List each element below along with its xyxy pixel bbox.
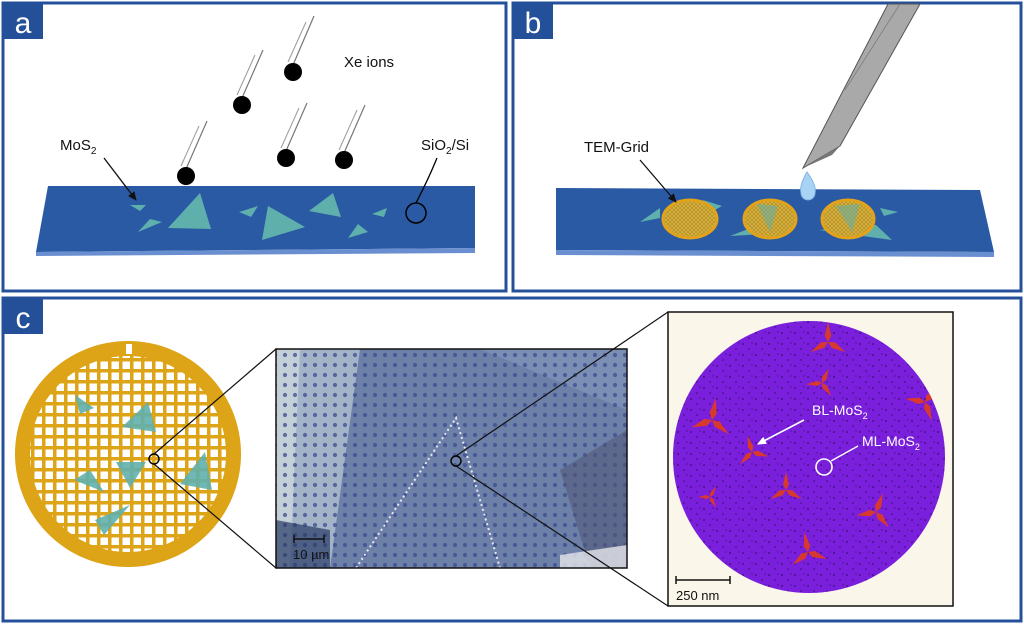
substrate-label: SiO2/Si [421,137,469,157]
mos2-flakes-a [130,193,387,240]
panel-c-letter-box [3,298,43,334]
ml-pointer-line [830,445,859,462]
substrate-edge-a [36,248,475,256]
panel-a: a [1,1,508,293]
tem-scalebar-label: 250 nm [676,588,719,603]
panel-c-letter: c [16,302,31,335]
tem-grid-label: TEM-Grid [584,139,649,156]
ml-label: ML-MoS2 [862,433,920,452]
zoom-line [153,463,277,569]
bilayer-flake [810,322,846,352]
bl-label: BL-MoS2 [812,402,868,421]
substrate-pointer-line [415,157,438,204]
panel-b: b TEM-Grid [511,1,1023,293]
flake [880,208,898,216]
grid-bars [28,354,228,554]
xe-ions [177,15,366,185]
ion [277,102,308,167]
flake [262,206,305,240]
tem-image: BL-MoS2 ML-MoS2 250 nm [667,311,954,607]
bl-arrow [757,419,805,445]
bilayer-flake [856,493,889,528]
flake [309,193,341,217]
tem-scalebar: 250 nm [675,576,731,603]
ion [284,15,315,81]
tem-grid [661,198,719,240]
ml-marker-circle [815,458,833,476]
bilayer-flake [770,472,802,499]
flake [239,206,258,217]
flake [348,224,368,238]
bilayer-flake [691,398,729,435]
bilayer-flakes [691,322,938,565]
droplet-icon [800,171,816,201]
zoom-line [455,465,669,607]
flake [168,193,211,229]
flake [130,205,146,211]
ion [177,120,208,185]
panel-b-letter-box [513,3,553,39]
tem-grid-top-view [15,341,241,567]
panel-b-letter: b [525,7,542,40]
zoom-line [455,311,669,457]
optical-scalebar-label: 10 µm [293,547,329,562]
panel-a-letter-box [3,3,43,39]
xe-ions-label: Xe ions [344,54,394,71]
mos2-label-a: MoS2 [60,137,97,157]
substrate-edge-b [556,250,994,257]
substrate-slab-a [36,186,475,252]
flake-outline [355,415,501,568]
bilayer-flake [806,368,832,397]
flake [640,208,660,222]
mos2-arrow-a [103,157,137,201]
optical-scalebar: 10 µm [293,535,329,562]
flake [372,208,387,217]
optical-image: 10 µm [275,348,628,569]
bilayer-flake [905,386,938,421]
grid-flakes [74,395,212,535]
ion [335,104,366,169]
bilayer-flake [698,486,716,508]
flake [138,219,162,232]
panel-c: c [1,296,1023,623]
tem-grid-arrow [639,159,677,203]
bilayer-flake [739,435,769,465]
tem-grids-b [661,198,876,240]
ion [233,49,264,114]
pipette [801,3,921,170]
bilayer-flake [792,532,827,565]
zoom-line [153,348,277,455]
panel-a-letter: a [15,7,32,40]
